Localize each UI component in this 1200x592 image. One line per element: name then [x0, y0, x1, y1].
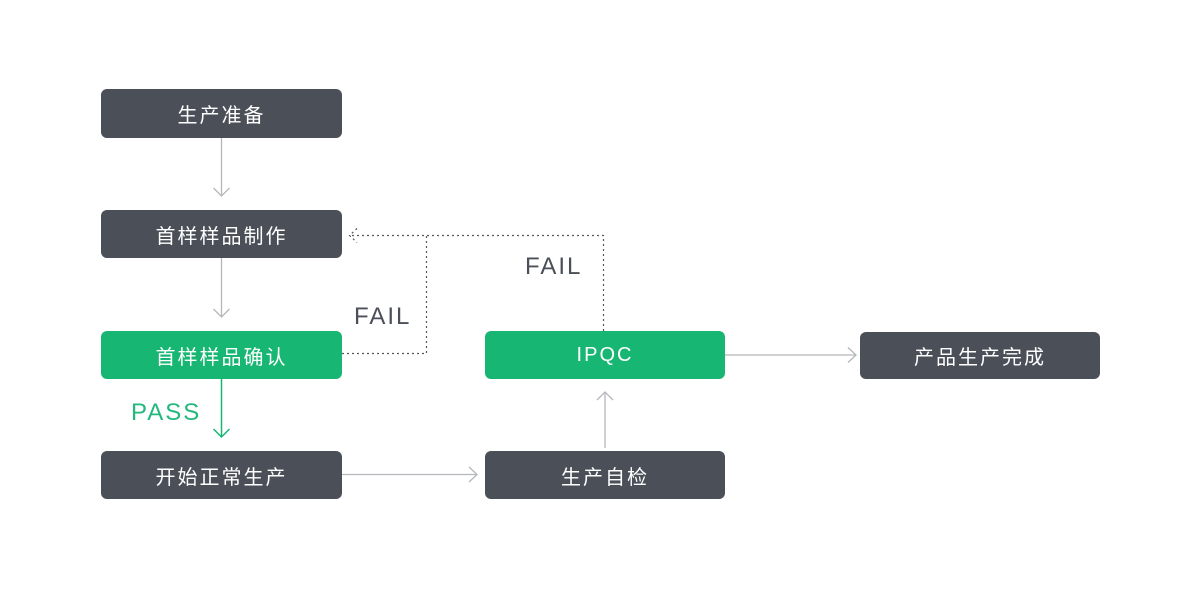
- chevron-left-icon: [348, 228, 358, 243]
- pass-label: PASS: [131, 399, 202, 426]
- edge-confirm-to-normal-prod-pass: [212, 379, 231, 439]
- node-first-sample-making-label: 首样样品制作: [155, 225, 288, 248]
- node-ipqc: IPQC: [485, 331, 725, 379]
- chevron-right-icon: [468, 466, 478, 483]
- node-production-prep-label: 生产准备: [177, 105, 266, 127]
- node-first-sample-making: 首样样品制作: [101, 210, 342, 258]
- fail-label-confirm: FAIL: [354, 303, 412, 330]
- node-start-normal-production: 开始正常生产: [101, 451, 342, 499]
- chevron-down-icon: [213, 187, 230, 197]
- edge-prep-to-sample-make: [213, 138, 230, 197]
- node-first-sample-confirm-label: 首样样品确认: [155, 346, 288, 369]
- edge-self-check-to-ipqc: [596, 391, 614, 448]
- node-ipqc-label: IPQC: [576, 343, 634, 366]
- edge-confirm-fail-back-to-sample-make: [342, 235, 428, 355]
- edge-sample-make-to-confirm: [213, 258, 230, 318]
- chevron-down-icon: [212, 428, 231, 439]
- node-first-sample-confirm: 首样样品确认: [101, 331, 342, 379]
- edge-normal-prod-to-self-check: [342, 466, 478, 483]
- edge-ipqc-to-complete: [725, 347, 857, 363]
- node-production-self-check-label: 生产自检: [561, 466, 649, 489]
- node-production-prep: 生产准备: [101, 89, 342, 138]
- node-production-self-check: 生产自检: [485, 451, 725, 499]
- chevron-right-icon: [847, 347, 857, 363]
- chevron-up-icon: [596, 391, 614, 401]
- node-production-complete-label: 产品生产完成: [914, 347, 1046, 369]
- node-production-complete: 产品生产完成: [860, 332, 1100, 379]
- node-start-normal-production-label: 开始正常生产: [155, 466, 288, 489]
- chevron-down-icon: [213, 308, 230, 318]
- fail-label-ipqc: FAIL: [525, 253, 583, 280]
